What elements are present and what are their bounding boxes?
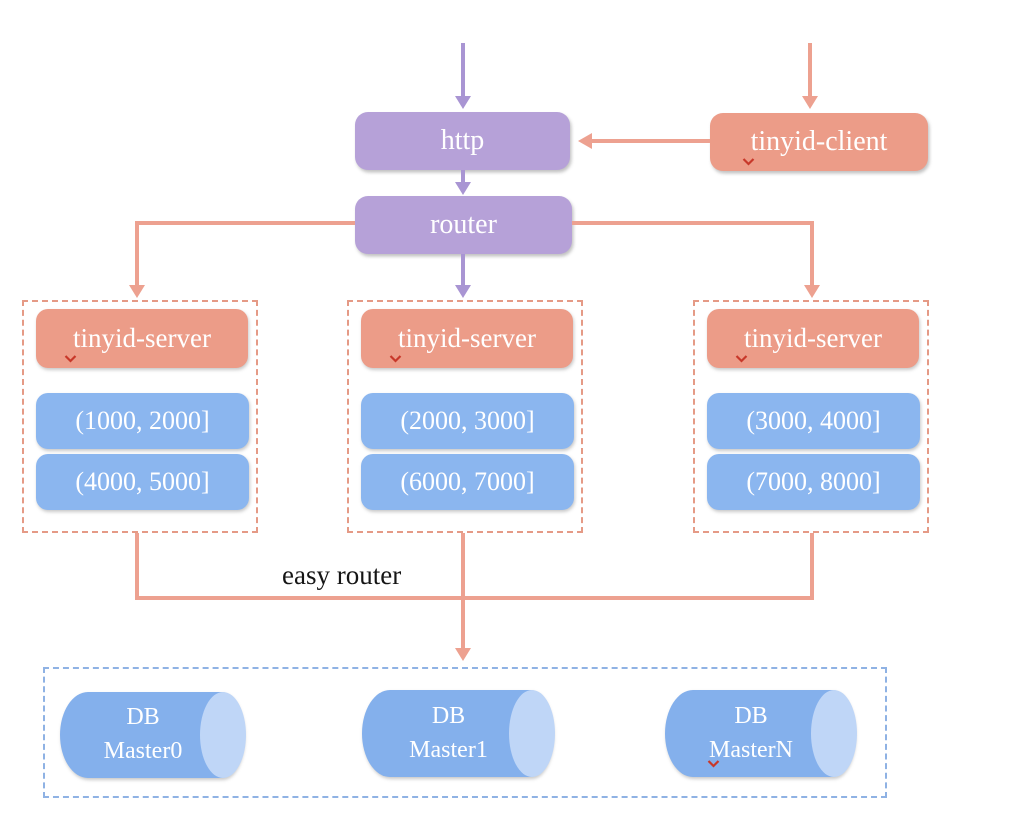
id-range-segment: (2000, 3000] [361,393,574,449]
tinyid-server-node: tinyid-server [36,309,248,368]
http-node-label: http [440,125,485,156]
arrow-line [572,221,814,225]
router-node: router [355,196,572,254]
cylinder-cap [509,690,555,777]
tinyid-server-node: tinyid-server [361,309,573,368]
db-label: DB MasterN [665,690,855,777]
arrow-down-icon [455,96,471,109]
arrow-left-icon [578,133,592,149]
tinyid-server-node: tinyid-server [707,309,919,368]
tinyid-server-label: tinyid-server [398,323,536,353]
server-group-right: tinyid-server (3000, 4000] (7000, 8000] [693,300,929,533]
tinyid-client-node: tinyid-client [710,113,928,171]
spellcheck-mark [742,158,755,166]
cylinder-cap [200,692,246,778]
db-label-line2: MasterN [709,736,793,763]
http-node: http [355,112,570,170]
arrow-down-icon [129,285,145,298]
connector-line [135,533,139,598]
db-label-line1: DB [126,704,160,731]
arrow-line [592,139,710,143]
arrow-line [461,254,465,285]
db-label: DB Master1 [362,690,553,777]
id-range-label: (3000, 4000] [746,406,881,435]
connector-line [461,533,465,648]
spellcheck-mark [389,354,402,363]
arrow-line [135,221,355,225]
easy-router-label: easy router [282,560,402,590]
router-node-label: router [430,209,497,240]
arrow-line [135,221,139,285]
id-range-label: (2000, 3000] [400,406,535,435]
arrow-down-icon [802,96,818,109]
arrow-line [461,170,465,183]
id-range-label: (6000, 7000] [400,467,535,496]
db-label-line2: Master1 [409,736,488,763]
db-label-line1: DB [431,702,466,729]
spellcheck-mark [64,354,77,363]
tinyid-server-label: tinyid-server [744,323,882,353]
id-range-label: (4000, 5000] [75,467,210,496]
db-label-line1: DB [734,702,768,729]
arrow-line [808,43,812,96]
id-range-label: (7000, 8000] [746,467,881,496]
arrow-line [461,43,465,96]
arrow-down-icon [455,182,471,195]
id-range-segment: (7000, 8000] [707,454,920,510]
server-group-left: tinyid-server (1000, 2000] (4000, 5000] [22,300,258,533]
db-cylinder-master1: DB Master1 [362,690,555,777]
spellcheck-mark [735,354,748,363]
db-label: DB Master0 [60,692,244,778]
connector-line [810,533,814,598]
id-range-segment: (3000, 4000] [707,393,920,449]
arrow-line [810,221,814,285]
id-range-segment: (4000, 5000] [36,454,249,510]
cylinder-cap [811,690,857,777]
connector-line [135,596,814,600]
server-group-middle: tinyid-server (2000, 3000] (6000, 7000] [347,300,583,533]
tinyid-server-label: tinyid-server [73,323,211,353]
spellcheck-mark [707,760,720,768]
id-range-label: (1000, 2000] [75,406,210,435]
db-cylinder-master0: DB Master0 [60,692,246,778]
db-label-line2: Master0 [103,738,183,764]
arrow-down-icon [804,285,820,298]
id-range-segment: (6000, 7000] [361,454,574,510]
arrow-down-icon [455,648,471,661]
arrow-down-icon [455,285,471,298]
id-range-segment: (1000, 2000] [36,393,249,449]
db-cluster-group: DB Master0 DB Master1 DB MasterN [43,667,887,798]
db-cylinder-masterN: DB MasterN [665,690,857,777]
tinyid-client-label: tinyid-client [750,126,888,157]
